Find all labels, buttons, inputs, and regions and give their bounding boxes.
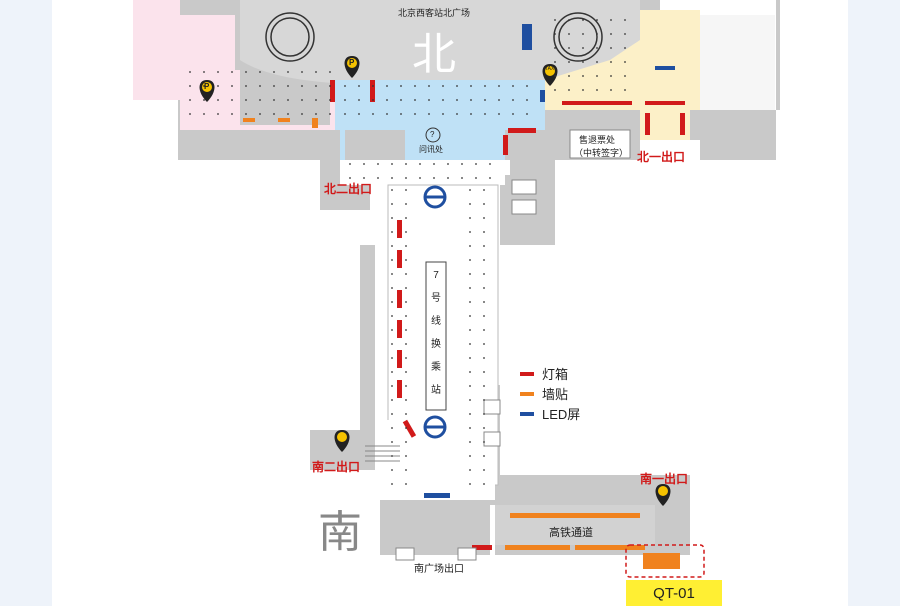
exit-south-one: 南一出口 <box>640 472 689 486</box>
info-desk-label: 问讯处 <box>419 145 443 154</box>
exit-south-two: 南二出口 <box>312 460 361 474</box>
taxi-sign: TAXI <box>545 66 556 72</box>
legend-swatch-blue <box>520 411 534 416</box>
parking-letter-1: P <box>349 58 355 67</box>
info-desk-icon <box>425 127 441 143</box>
exit-marker-south-one <box>655 484 671 506</box>
cream-zone <box>545 10 700 140</box>
legend-item-lightbox: 灯箱 <box>520 364 568 383</box>
wall-stickers <box>243 118 680 569</box>
south-corridor <box>375 420 495 500</box>
north-plaza-circle-right <box>553 12 603 62</box>
legend-item-wallsticker: 墙贴 <box>520 384 568 403</box>
taxi-marker <box>542 64 558 86</box>
exit-north-one: 北一出口 <box>637 150 686 164</box>
qt01-tag: QT-01 <box>626 580 722 606</box>
exit-marker-south-two <box>334 430 350 452</box>
stairs <box>365 445 400 462</box>
legend-swatch-orange <box>520 391 534 396</box>
led-screens <box>424 24 675 498</box>
small-rooms <box>395 129 631 561</box>
pink-zone-upper <box>180 15 235 75</box>
high-speed-channel-label: 高铁通道 <box>549 527 593 539</box>
legend-label-led: LED屏 <box>542 407 581 422</box>
parking-marker-1 <box>344 56 360 78</box>
legend-label-lightbox: 灯箱 <box>542 367 569 382</box>
south-char: 南 <box>318 508 362 557</box>
legend-swatch-red <box>520 371 534 376</box>
plaza-label: 北京西客站北广场 <box>398 8 471 18</box>
subway-logo-south <box>423 415 447 439</box>
transfer-sign-box <box>425 261 447 411</box>
legend-label-wallsticker: 墙贴 <box>542 387 569 402</box>
ticket-office-sub: （中转签字） <box>574 148 629 158</box>
central-corridor <box>340 160 505 185</box>
north-building <box>133 0 780 470</box>
parking-marker-2 <box>199 80 215 102</box>
subway-logo-north <box>423 185 447 209</box>
north-plaza-circle-left <box>265 12 315 62</box>
qt01-highlight <box>625 544 705 578</box>
pink-zone <box>133 0 340 130</box>
column-dots <box>189 19 626 485</box>
legend-item-led: LED屏 <box>520 404 580 423</box>
light-boxes <box>330 80 685 550</box>
north-char: 北 <box>412 30 456 79</box>
high-speed-channel <box>495 505 655 545</box>
south-plaza-block <box>380 500 490 555</box>
info-symbol: ? <box>430 130 435 139</box>
exit-north-two: 北二出口 <box>324 182 373 196</box>
parking-letter-2: P <box>204 82 210 91</box>
exit-south-plaza: 南广场出口 <box>414 564 464 575</box>
north-plaza <box>240 0 640 85</box>
cream-zone-east <box>700 15 775 110</box>
ticket-office-label: 售退票处 <box>579 135 616 145</box>
